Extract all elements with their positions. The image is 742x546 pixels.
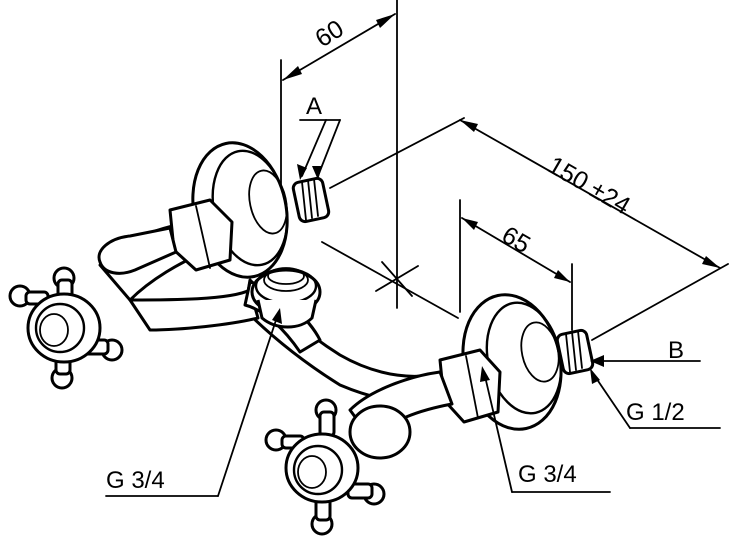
callout-g12-label: G 1/2	[626, 399, 685, 426]
dimension-60-label: 60	[310, 15, 348, 53]
right-cross-handle	[264, 398, 412, 536]
dimension-lines	[280, 0, 729, 341]
inlet-thread-a	[291, 176, 331, 224]
callout-a-label: A	[306, 93, 322, 120]
callout-b-label: B	[668, 337, 684, 364]
callout-g34-outlet-label: G 3/4	[106, 467, 165, 494]
faucet-body	[97, 141, 595, 442]
outlet-thread	[250, 267, 322, 329]
callout-g34-inlet-label: G 3/4	[518, 461, 577, 488]
dimension-65-label: 65	[497, 221, 535, 259]
left-cross-handle	[8, 266, 124, 390]
inlet-thread-b	[555, 328, 595, 376]
callout-leaders	[105, 119, 721, 497]
dimension-150-label: 150 ±24	[543, 151, 635, 220]
